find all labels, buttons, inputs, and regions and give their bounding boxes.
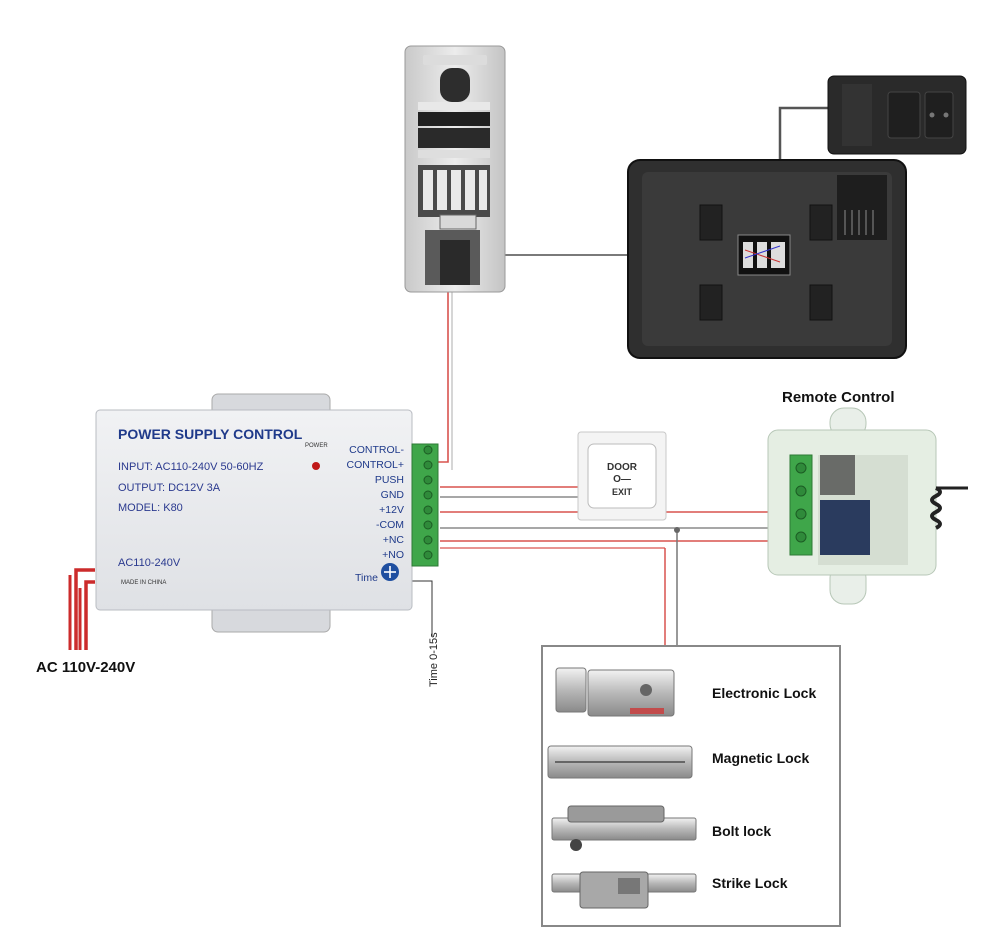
bolt-lock-icon bbox=[551, 805, 697, 851]
psu-output: OUTPUT: DC12V 3A bbox=[118, 482, 221, 494]
lock-name: Bolt lock bbox=[712, 823, 771, 839]
terminal-label: GND bbox=[381, 489, 405, 501]
door-camera-panel bbox=[404, 45, 506, 293]
lock-name: Magnetic Lock bbox=[712, 750, 809, 766]
terminal-label: +NC bbox=[383, 534, 405, 546]
terminal-label: +NO bbox=[382, 549, 404, 561]
psu-model: MODEL: K80 bbox=[118, 502, 183, 514]
lock-options-box: Electronic Lock Magnetic Lock Bolt lock … bbox=[541, 645, 841, 927]
terminal-label: +12V bbox=[379, 504, 404, 516]
ac-input-label: AC 110V-240V bbox=[36, 659, 135, 676]
magnetic-lock-icon bbox=[547, 745, 693, 779]
psu-input: INPUT: AC110-240V 50-60HZ bbox=[118, 461, 264, 473]
exit-button-exit-label: EXIT bbox=[612, 487, 633, 497]
indoor-monitor bbox=[627, 159, 907, 359]
lock-name: Electronic Lock bbox=[712, 685, 816, 701]
key-icon: O— bbox=[613, 474, 631, 485]
terminal-label: -COM bbox=[376, 519, 404, 531]
power-adapter bbox=[827, 75, 967, 155]
psu-title: POWER SUPPLY CONTROL bbox=[118, 426, 303, 442]
door-exit-button: DOOR O— EXIT bbox=[577, 431, 667, 521]
time-knob-label: Time bbox=[355, 572, 378, 584]
terminal-label: PUSH bbox=[375, 474, 404, 486]
power-supply-unit: POWER SUPPLY CONTROL INPUT: AC110-240V 5… bbox=[95, 393, 439, 633]
psu-made-in: MADE IN CHINA bbox=[121, 580, 166, 586]
power-led-icon bbox=[312, 462, 320, 470]
psu-terminal-block bbox=[411, 443, 439, 567]
electronic-lock-icon bbox=[555, 667, 675, 717]
terminal-label: CONTROL+ bbox=[347, 459, 404, 471]
remote-control-label: Remote Control bbox=[782, 389, 895, 406]
remote-control-module bbox=[767, 407, 968, 605]
time-range-label: Time 0-15s bbox=[428, 632, 440, 687]
terminal-label: CONTROL- bbox=[349, 444, 404, 456]
lock-name: Strike Lock bbox=[712, 875, 788, 891]
psu-ac-label: AC110-240V bbox=[118, 557, 181, 569]
psu-terminal-labels: CONTROL- CONTROL+ PUSH GND +12V -COM +NC… bbox=[347, 444, 405, 561]
psu-power-label: POWER bbox=[305, 443, 328, 449]
strike-lock-icon bbox=[551, 871, 697, 909]
exit-button-door-label: DOOR bbox=[607, 462, 638, 473]
